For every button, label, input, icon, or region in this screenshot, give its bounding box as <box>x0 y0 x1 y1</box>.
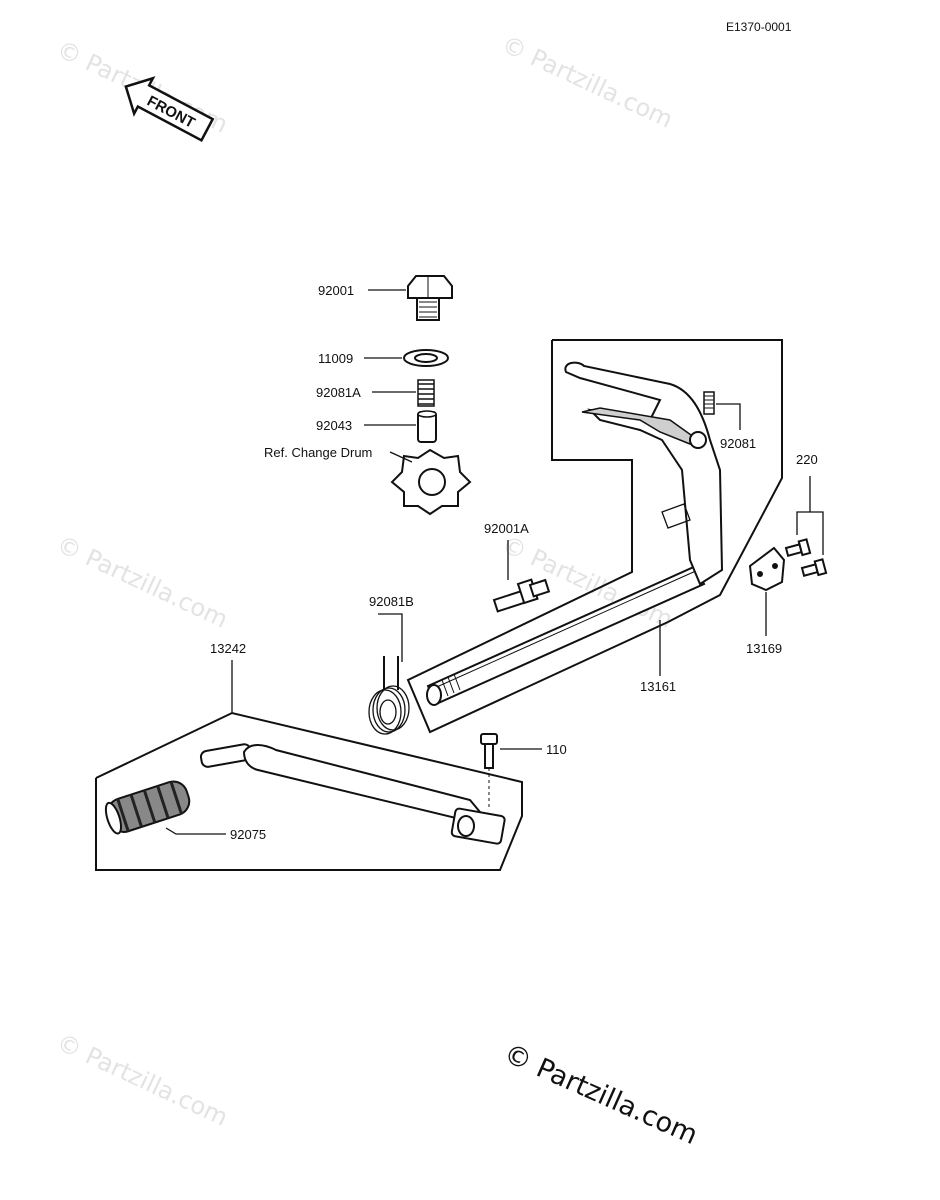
label-13169: 13169 <box>746 641 782 656</box>
stud-92001a <box>492 578 551 613</box>
label-220: 220 <box>796 452 818 467</box>
watermark-mid-left: © Partzilla.com <box>52 530 232 634</box>
label-11009: 11009 <box>318 351 353 366</box>
pedal-rubber-92075 <box>104 780 191 835</box>
pin-92043 <box>417 410 437 443</box>
shift-arm <box>564 361 724 586</box>
label-13242: 13242 <box>210 641 246 656</box>
watermark-bottom-left: © Partzilla.com <box>52 1028 232 1132</box>
change-drum-icon <box>390 448 472 516</box>
shift-shaft-13161 <box>426 564 706 706</box>
label-92001: 92001 <box>318 283 354 298</box>
label-92043: 92043 <box>316 418 352 433</box>
label-13161: 13161 <box>640 679 676 694</box>
bolt-92001 <box>407 275 453 321</box>
diagram-code: E1370-0001 <box>726 20 792 34</box>
bolt-110 <box>480 733 498 808</box>
watermarks: © Partzilla.com © Partzilla.com © Partzi… <box>52 30 677 1132</box>
copyright-watermark: © Partzilla.com <box>499 1038 702 1151</box>
label-ref-change-drum: Ref. Change Drum <box>264 445 372 460</box>
label-92001a: 92001A <box>484 521 529 536</box>
screws-220 <box>784 476 828 577</box>
bracket-13169 <box>748 546 786 592</box>
label-92081b: 92081B <box>369 594 414 609</box>
washer-11009 <box>403 349 449 367</box>
label-92081: 92081 <box>720 436 756 451</box>
spring-92081a <box>417 379 435 407</box>
shift-pedal-13242 <box>199 743 506 845</box>
watermark-top-center: © Partzilla.com <box>497 30 677 134</box>
torsion-spring-92081b <box>368 656 410 735</box>
spring-92081 <box>703 391 715 415</box>
label-92075: 92075 <box>230 827 266 842</box>
label-110: 110 <box>546 742 567 757</box>
part-labels: 92001 11009 92081A 92043 92001A 92081B 9… <box>210 283 818 842</box>
assembly-outlines <box>95 339 783 871</box>
label-92081a: 92081A <box>316 385 361 400</box>
